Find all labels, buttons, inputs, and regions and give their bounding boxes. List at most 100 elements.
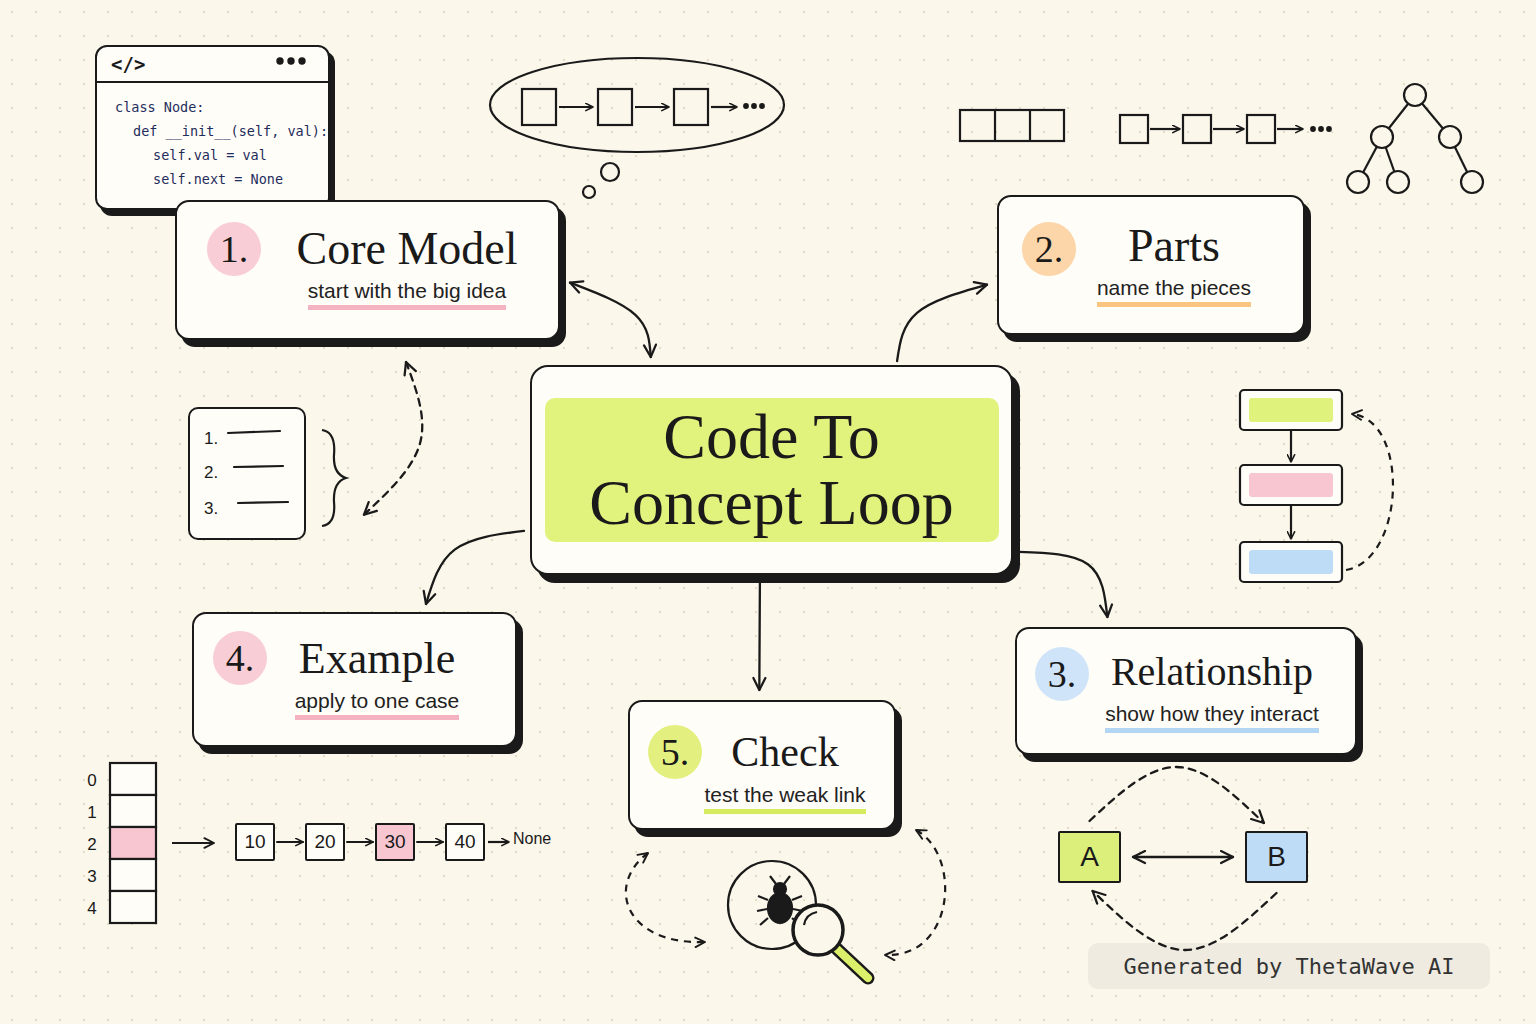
structure-icons [1120,115,1148,143]
index-number: 3 [80,867,104,887]
flow-icon [1249,398,1333,422]
central-box: Code To Concept Loop [530,365,1013,575]
list-number: 1. [204,429,218,449]
brace [322,430,346,526]
dashed-connector [1090,767,1264,823]
window-chrome [97,58,328,82]
thought-bubble [744,104,748,108]
dashed-connector [364,362,422,515]
array-illustration [110,763,156,795]
window-chrome [299,58,304,63]
arrow-connector [897,285,987,361]
array-illustration [110,795,156,827]
step-box: Checktest the weak link5. [628,700,896,830]
arrow-connector [1133,856,1233,858]
step-subtitle: apply to one case [295,689,460,720]
bug-icon [885,830,945,955]
note-lines [234,466,283,467]
diagram-title: Code To Concept Loop [545,398,999,542]
list-number: 3. [204,499,218,519]
step-box: Partsname the pieces2. [997,195,1305,335]
arrow-connector [570,283,651,357]
step-number: 5. [648,725,702,779]
thought-bubble [490,58,784,152]
thought-bubble [752,104,756,108]
watermark: Generated by ThetaWave AI [1088,943,1490,989]
step-number: 4. [213,631,267,685]
text-column: Checktest the weak link [685,726,885,814]
bug-icon [793,905,843,955]
arrow-connector [1019,552,1107,617]
window-chrome [288,58,293,63]
step-title: Core Model [272,222,542,275]
step-title: Relationship [1082,645,1342,698]
flow-icon [1240,390,1393,582]
step-subtitle: test the weak link [704,783,865,814]
node-value: 40 [454,831,475,853]
index-number: 4 [80,899,104,919]
code-icon: </> [111,53,145,75]
array-illustration [110,891,156,923]
array-illustration [488,841,509,843]
text-column: Core Modelstart with the big idea [272,222,542,310]
bug-icon [626,853,705,942]
structure-icons [1277,128,1303,130]
structure-icons [960,110,1064,141]
bug-icon [804,912,817,925]
thought-bubble [490,58,784,198]
concept-box: A [1058,831,1121,883]
list-number: 2. [204,463,218,483]
list-node: 30 [375,823,415,861]
text-column: Exampleapply to one case [257,632,497,720]
structure-icons [1183,115,1211,143]
flow-icon [1346,414,1393,570]
step-subtitle: name the pieces [1097,276,1251,307]
structure-icons [1327,127,1331,131]
structure-icons [1347,171,1369,193]
node-value: 20 [314,831,335,853]
arrow-connector [347,841,373,843]
window-chrome [97,81,328,83]
arrow-connector [426,531,524,604]
structure-icons [1371,126,1393,148]
thought-bubble [711,106,737,108]
step-box: Relationshipshow how they interact3. [1015,627,1357,755]
array-illustration [110,763,509,923]
arrow-connector [758,581,761,690]
code-line: def __init__(self, val): [133,123,328,139]
text-column: Relationshipshow how they interact [1082,645,1342,733]
window-chrome [277,58,282,63]
thought-bubble [522,89,556,125]
step-number: 3. [1035,647,1089,701]
structure-icons [1247,115,1275,143]
flow-icon [1290,431,1292,462]
bug-icon [837,949,868,978]
bug-icon [792,896,802,900]
structure-icons [994,110,996,141]
bug-icon [784,876,790,884]
flow-icon [1240,465,1342,505]
node-value: 30 [384,831,405,853]
array-illustration [172,842,214,844]
bug-icon [758,896,768,900]
structure-icons [1150,128,1180,130]
connector-group [277,283,1277,950]
array-illustration [110,859,156,891]
bug-icon [760,918,768,925]
structure-icons [1311,127,1315,131]
list-node: 10 [235,823,275,861]
step-box: Exampleapply to one case4. [192,612,517,747]
structure-icons [960,84,1483,193]
note-lines [228,431,288,503]
array-illustration [110,827,156,859]
dashed-connector [1093,891,1277,950]
bug-icon [768,893,792,923]
text-column: Partsname the pieces [1064,219,1284,307]
null-label: None [513,830,551,848]
step-box: Core Modelstart with the big idea1. [175,200,560,340]
flow-icon [1240,390,1342,430]
flow-icon [1290,506,1292,539]
